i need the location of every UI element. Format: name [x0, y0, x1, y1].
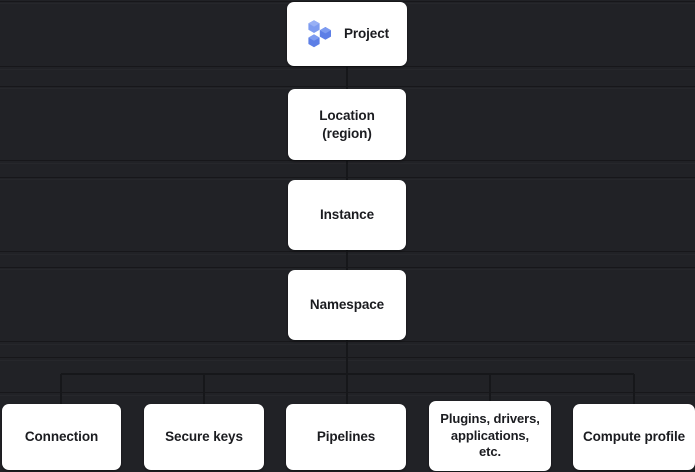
node-compute-profile-label: Compute profile	[583, 429, 685, 445]
node-namespace[interactable]: Namespace	[288, 270, 406, 340]
node-location-label: Location (region)	[319, 108, 375, 141]
node-pipelines-label: Pipelines	[316, 429, 376, 445]
node-project-label: Project	[343, 26, 390, 42]
node-namespace-label: Namespace	[309, 297, 385, 313]
node-connection[interactable]: Connection	[2, 404, 121, 470]
node-secure-keys-label: Secure keys	[165, 429, 243, 445]
hexagon-cluster-icon	[308, 20, 331, 48]
node-instance-label: Instance	[320, 207, 374, 223]
node-plugins-label: Plugins, drivers, applications, etc.	[440, 411, 540, 460]
node-compute-profile[interactable]: Compute profile	[573, 404, 695, 470]
node-plugins[interactable]: Plugins, drivers, applications, etc.	[429, 401, 551, 471]
node-connection-label: Connection	[24, 429, 99, 445]
node-instance[interactable]: Instance	[288, 180, 406, 250]
node-secure-keys[interactable]: Secure keys	[144, 404, 264, 470]
node-project[interactable]: Project	[287, 2, 407, 66]
node-location[interactable]: Location (region)	[288, 89, 406, 160]
node-pipelines[interactable]: Pipelines	[286, 404, 406, 470]
